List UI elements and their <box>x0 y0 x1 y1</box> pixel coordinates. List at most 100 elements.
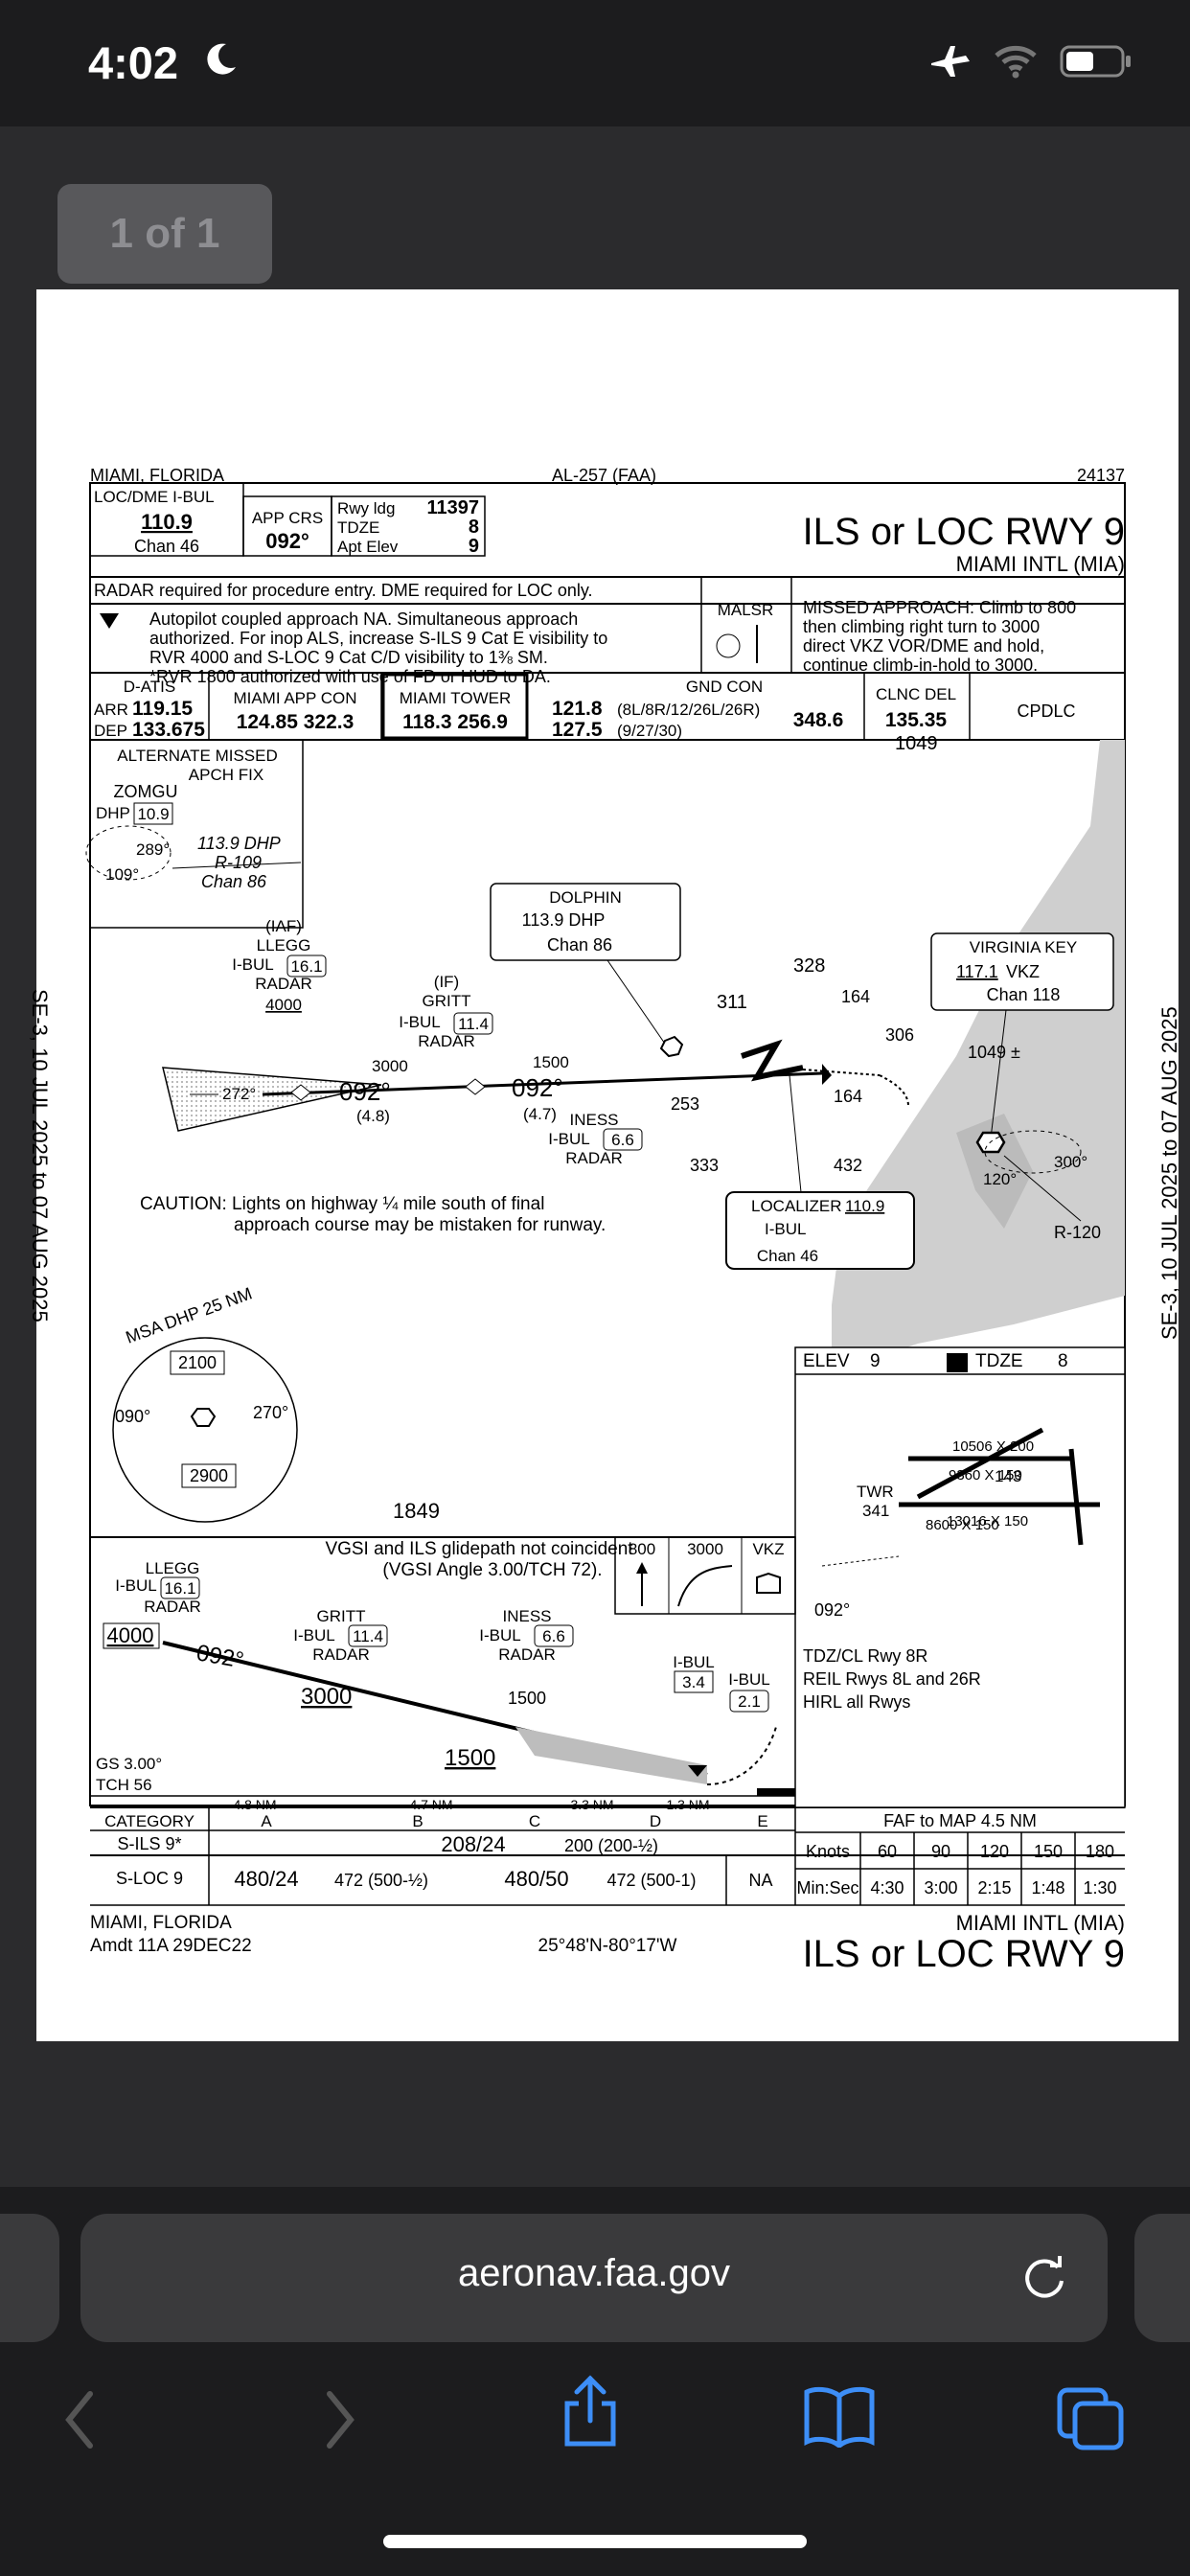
gnd-freq-2: 127.5 <box>552 719 603 741</box>
zomgu-dhp: DHP <box>96 804 130 822</box>
note-line-3: RVR 4000 and S-LOC 9 Cat C/D visibility … <box>149 648 548 667</box>
share-icon[interactable] <box>560 2373 621 2450</box>
llegg-dist: 16.1 <box>290 957 322 976</box>
plan-crs-092: 092° <box>339 1077 391 1106</box>
footer-amdt: Amdt 11A 29DEC22 <box>90 1936 252 1956</box>
arr-freq: 119.15 <box>132 698 193 720</box>
prof-ibul-21: 2.1 <box>738 1692 761 1711</box>
app-crs-label: APP CRS <box>252 509 323 527</box>
iness-label: INESS <box>569 1111 618 1129</box>
ad-elev-label: ELEV <box>803 1351 850 1371</box>
timing-kt-4: 150 <box>1034 1842 1063 1861</box>
ma-vkz: VKZ <box>752 1540 784 1558</box>
prof-ibul-21-label: I-BUL <box>728 1670 769 1689</box>
apt-elev-label: Apt Elev <box>337 538 399 556</box>
dep-freq: 133.675 <box>132 719 205 741</box>
prof-iness: INESS <box>502 1607 551 1625</box>
msa-vortac-icon <box>190 1408 217 1427</box>
vgsi-line-2: (VGSI Angle 3.00/TCH 72). <box>382 1560 602 1580</box>
status-time: 4:02 <box>88 37 179 88</box>
min-cat-d: D <box>650 1812 661 1830</box>
back-icon[interactable] <box>61 2386 100 2453</box>
ad-rwy-9360: 9360 X 150 <box>949 1467 1022 1484</box>
page-indicator: 1 of 1 <box>57 184 272 284</box>
ad-rwy-10506: 10506 X 200 <box>952 1438 1034 1455</box>
vgsi-line-1: VGSI and ILS glidepath not coincident <box>325 1539 633 1559</box>
next-tab-preview[interactable] <box>1134 2214 1190 2342</box>
address-bar[interactable]: aeronav.faa.gov <box>80 2214 1108 2342</box>
virginia-label: VIRGINIA KEY <box>970 938 1077 956</box>
min-cat-c: C <box>529 1812 540 1830</box>
clnc-label: CLNC DEL <box>876 685 956 703</box>
timing-t-5: 1:30 <box>1083 1878 1116 1898</box>
footer-coords: 25°48'N-80°17'W <box>538 1936 677 1956</box>
gritt-dist: 11.4 <box>458 1015 489 1033</box>
if-label: (IF) <box>434 973 459 991</box>
msa-090: 090° <box>115 1407 150 1426</box>
msa-label: MSA DHP 25 NM <box>124 1284 255 1347</box>
timing-t-1: 4:30 <box>870 1878 904 1898</box>
min-loc-cd: 480/50 <box>504 1867 568 1891</box>
prof-d33: 3.3 NM <box>570 1797 613 1812</box>
prof-gritt-dist: 11.4 <box>353 1627 383 1645</box>
apt-elev-value: 9 <box>469 536 479 557</box>
obs-253: 253 <box>671 1094 699 1114</box>
tdze-label: TDZE <box>337 518 379 537</box>
prof-llegg-radar: RADAR <box>144 1598 201 1616</box>
header-city: MIAMI, FLORIDA <box>90 466 224 485</box>
gnd-note-2: (9/27/30) <box>617 722 682 740</box>
plan-view: ALTERNATE MISSED APCH FIX ZOMGU DHP 10.9… <box>85 733 1125 1537</box>
localizer-label: LOCALIZER <box>751 1197 841 1215</box>
tdze-value: 8 <box>469 517 479 538</box>
timing-kt-5: 180 <box>1086 1842 1114 1861</box>
prof-ibul-34: 3.4 <box>682 1673 705 1691</box>
obs-432: 432 <box>834 1156 862 1175</box>
vkz-freq: 117.1 <box>956 962 998 981</box>
moon-icon <box>207 43 236 75</box>
approach-chart-page[interactable]: MIAMI, FLORIDA AL-257 (FAA) 24137 LOC/DM… <box>28 289 1181 2041</box>
prof-llegg-ibul: I-BUL <box>115 1576 156 1595</box>
gritt-label: GRITT <box>423 992 471 1010</box>
alt-1500: 1500 <box>533 1053 569 1071</box>
iaf-label: (IAF) <box>265 917 302 935</box>
prof-gritt-ibul: I-BUL <box>293 1626 334 1644</box>
footer-city: MIAMI, FLORIDA <box>90 1913 232 1933</box>
airport-diagram: ELEV 9 TDZE 8 8600 X 150 10506 X 200 936… <box>794 1346 1126 1808</box>
llegg-ibul: I-BUL <box>232 955 273 974</box>
prof-gritt-radar: RADAR <box>312 1645 370 1664</box>
bookmarks-icon[interactable] <box>803 2386 876 2448</box>
obs-1849: 1849 <box>393 1499 440 1523</box>
msa-2900: 2900 <box>190 1466 228 1485</box>
header-id: AL-257 (FAA) <box>552 466 656 485</box>
tabs-icon[interactable] <box>1056 2386 1125 2451</box>
app-con-freq: 124.85 322.3 <box>237 711 355 733</box>
chart-title: ILS or LOC RWY 9 <box>803 511 1125 553</box>
prof-iness-dist: 6.6 <box>542 1627 565 1645</box>
malsr-a5-icon <box>716 633 741 658</box>
zomgu-dist: 10.9 <box>137 805 169 823</box>
ma-800: 800 <box>629 1540 655 1558</box>
obs-328: 328 <box>793 955 825 977</box>
min-loc-ab: 480/24 <box>234 1867 298 1891</box>
cpdlc: CPDLC <box>1017 702 1075 721</box>
ad-lights-2: REIL Rwys 8L and 26R <box>803 1669 981 1689</box>
forward-icon[interactable] <box>320 2386 358 2453</box>
reload-icon[interactable] <box>1019 2252 1069 2302</box>
ad-lights-1: TDZ/CL Rwy 8R <box>803 1646 927 1666</box>
prof-alt-1500b: 1500 <box>445 1745 495 1771</box>
tower-label: MIAMI TOWER <box>400 689 512 707</box>
dolphin-vortac-icon <box>659 1035 684 1058</box>
header-number: 24137 <box>1077 466 1125 485</box>
min-ils-abcd: 208/24 <box>441 1832 505 1856</box>
alt-109: 109° <box>105 865 139 884</box>
previous-tab-preview[interactable] <box>0 2214 59 2342</box>
iness-ibul: I-BUL <box>548 1130 589 1148</box>
timing-t-3: 2:15 <box>977 1878 1011 1898</box>
alt-missed-label: ALTERNATE MISSED <box>117 747 278 765</box>
missed-line-3: direct VKZ VOR/DME and hold, <box>803 636 1044 656</box>
missed-line-4: continue climb-in-hold to 3000. <box>803 656 1038 675</box>
radar-note: RADAR required for procedure entry. DME … <box>94 581 593 600</box>
caution-line-2: approach course may be mistaken for runw… <box>234 1215 606 1235</box>
obs-1049: 1049 <box>895 733 938 754</box>
min-ils-label: S-ILS 9* <box>117 1834 181 1853</box>
